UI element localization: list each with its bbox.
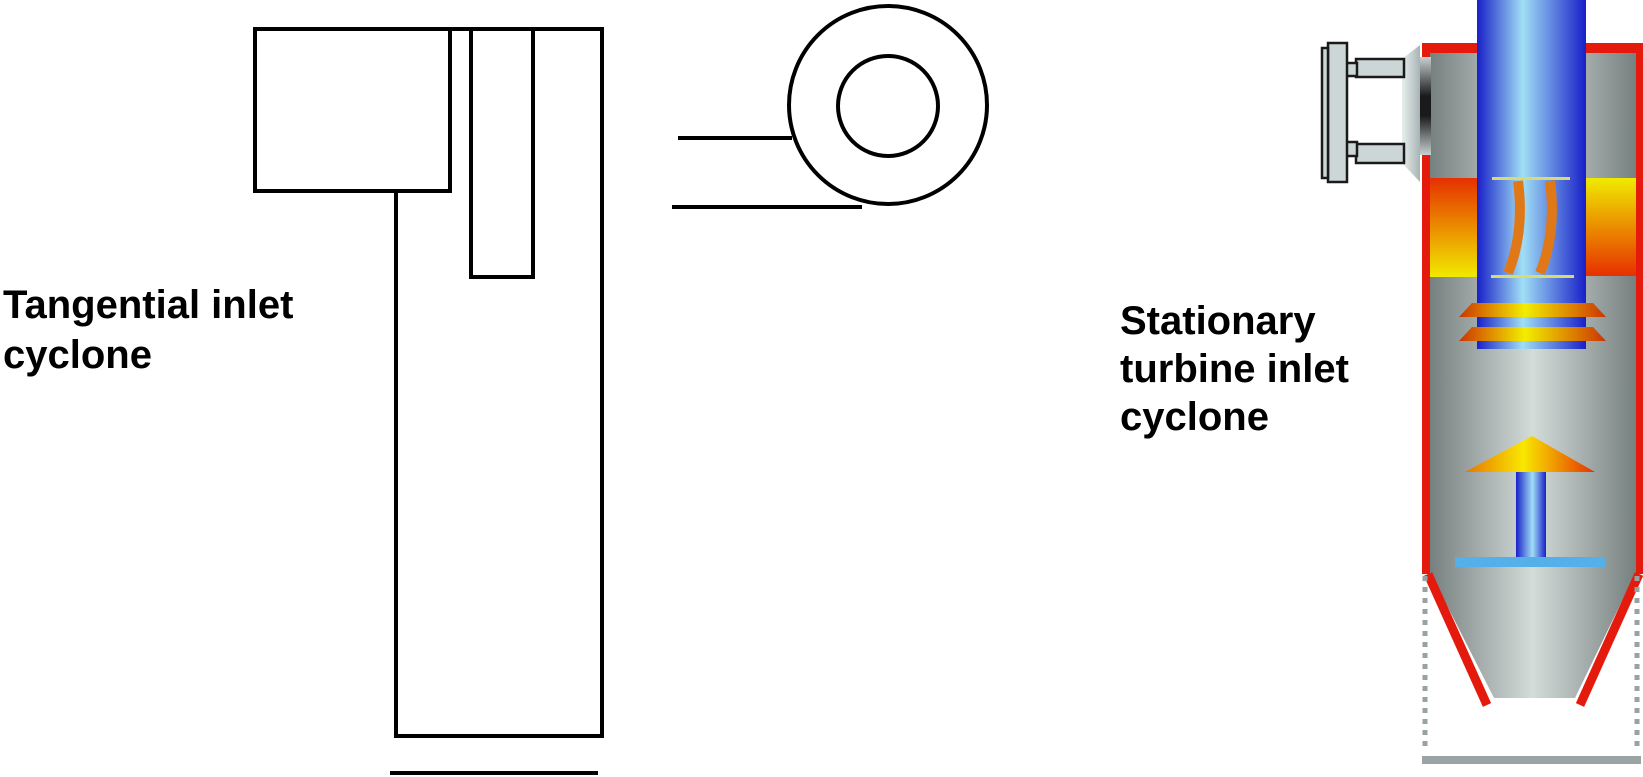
vane-guide-line-bottom [1491, 275, 1574, 278]
nozzle-back-plate [1320, 46, 1330, 180]
heat-band-left [1430, 178, 1477, 277]
vortex-finder-tube [469, 29, 535, 279]
shell-left-wall [1422, 43, 1430, 574]
hopper-base-bar [1422, 756, 1641, 764]
gas-outlet-tube [1477, 0, 1586, 349]
shell-cone-right [1575, 572, 1643, 707]
inner-outlet-circle [836, 54, 940, 158]
baffle-plate [1455, 557, 1605, 567]
inlet-nozzle-flange [1320, 41, 1431, 184]
swirl-vane-2 [1535, 180, 1557, 275]
tangential-cyclone-top-view [672, 4, 989, 209]
cyclone-body [394, 29, 604, 738]
label-stationary-turbine-inlet-cyclone: Stationary turbine inlet cyclone [1120, 299, 1349, 439]
nozzle-diffuser-cone [1402, 45, 1420, 182]
nozzle-flange-disc [1326, 41, 1349, 184]
nozzle-pipe-wall-top [1354, 57, 1406, 79]
shell-cone-left [1423, 572, 1492, 707]
stabilizer-cone-arrow [1465, 436, 1595, 472]
nozzle-opening-shadow [1419, 57, 1431, 155]
stabilizer-rod [1516, 472, 1546, 557]
outer-shell-circle [787, 4, 989, 206]
heat-band-right [1586, 178, 1636, 276]
turbine-skirt-ring-1 [1459, 303, 1606, 317]
shell-right-wall [1636, 43, 1643, 574]
label-tangential-inlet-cyclone: Tangential inlet cyclone [3, 283, 294, 377]
turbine-skirt-ring-2 [1459, 327, 1606, 341]
vane-guide-line-top [1492, 177, 1570, 180]
turbine-cyclone-cutaway [1320, 0, 1643, 764]
nozzle-pipe-wall-bottom [1354, 142, 1406, 165]
swirl-vane-1 [1503, 180, 1525, 275]
inlet-duct-box [253, 29, 452, 193]
tangential-cyclone-side-view [253, 27, 604, 775]
